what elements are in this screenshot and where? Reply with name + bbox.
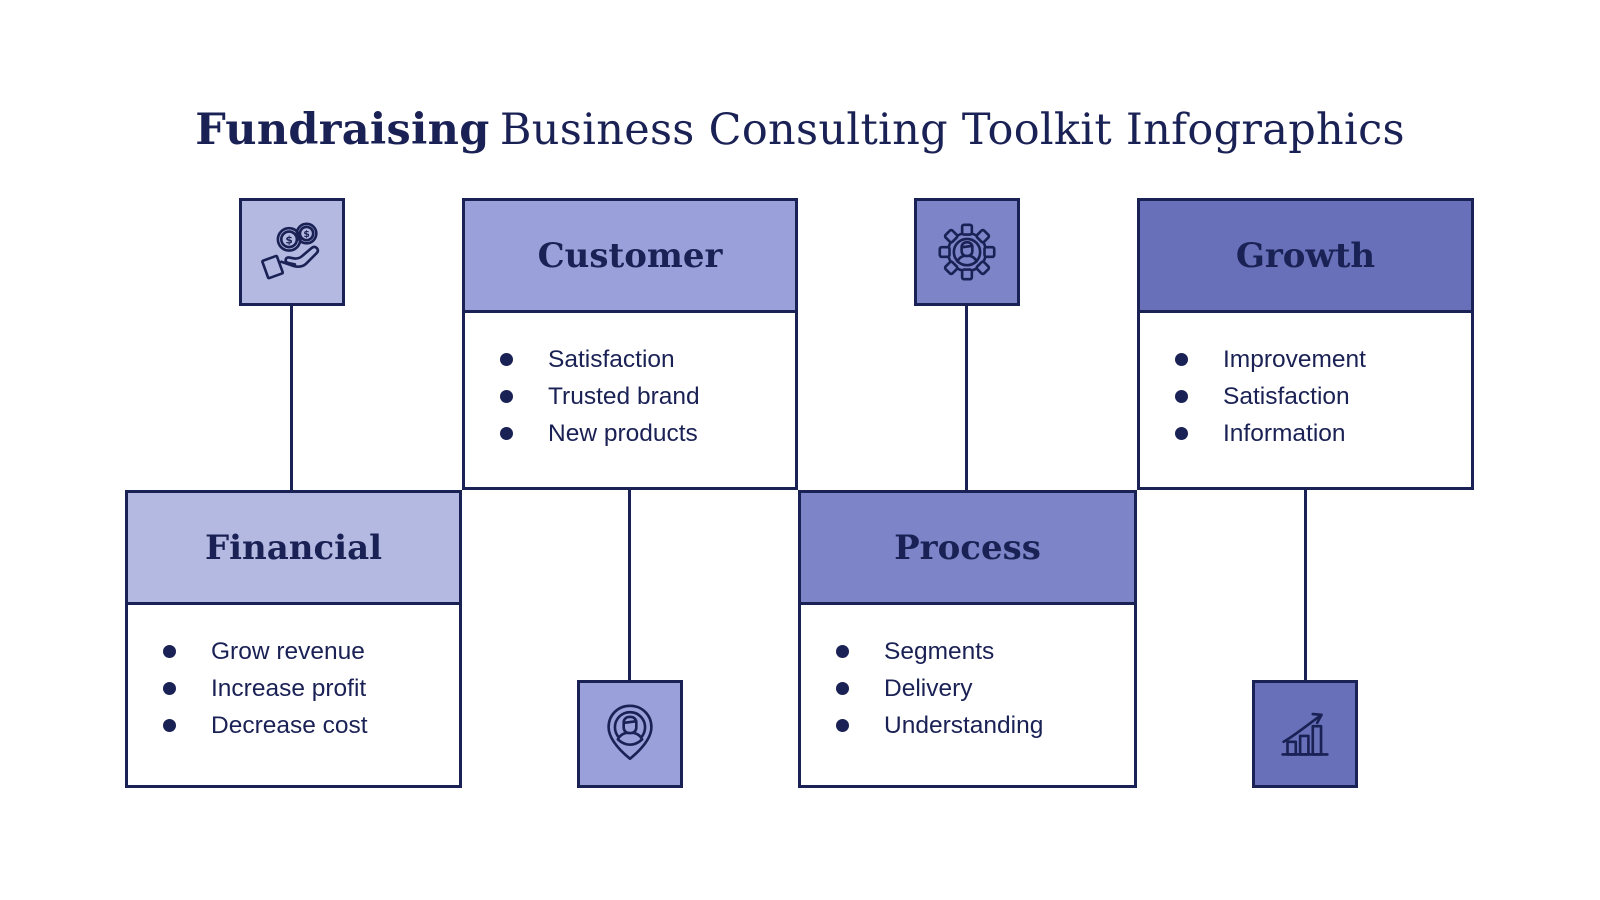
bullet-dot <box>500 353 513 366</box>
list-item-text: Delivery <box>884 674 973 702</box>
list-item-text: Decrease cost <box>211 711 368 739</box>
list-item-text: Improvement <box>1223 345 1366 373</box>
bullet-dot <box>163 645 176 658</box>
hand-coins-icon: $ $ <box>261 222 320 280</box>
svg-text:$: $ <box>285 233 292 246</box>
process-card-title: Process <box>894 527 1041 568</box>
list-item-text: Trusted brand <box>548 382 700 410</box>
bullet-dot <box>163 682 176 695</box>
bullet-dot <box>163 719 176 732</box>
list-item-text: Increase profit <box>211 674 367 702</box>
list-item: Trusted brand <box>500 378 795 415</box>
list-item-text: New products <box>548 419 698 447</box>
growth-list: Improvement Satisfaction Information <box>1140 313 1471 452</box>
financial-card-header: Financial <box>128 493 459 605</box>
growth-card-header: Growth <box>1140 201 1471 313</box>
list-item: Improvement <box>1175 341 1471 378</box>
page-title-bold: Fundraising <box>195 104 490 155</box>
list-item: Understanding <box>836 707 1134 744</box>
process-card-header: Process <box>801 493 1134 605</box>
customer-card-header: Customer <box>465 201 795 313</box>
person-location-pin-icon <box>607 704 653 761</box>
customer-connector-line <box>628 488 631 683</box>
bullet-dot <box>500 390 513 403</box>
person-gear-icon <box>938 223 996 281</box>
list-item-text: Grow revenue <box>211 637 365 665</box>
growth-icon-tile <box>1252 680 1358 788</box>
list-item: New products <box>500 415 795 452</box>
bullet-dot <box>1175 353 1188 366</box>
growth-card: Growth Improvement Satisfaction Informat… <box>1137 198 1474 490</box>
process-connector-line <box>965 303 968 493</box>
bullet-dot <box>836 719 849 732</box>
financial-card: Financial Grow revenue Increase profit D… <box>125 490 462 788</box>
financial-icon-tile: $ $ <box>239 198 345 306</box>
bullet-dot <box>1175 390 1188 403</box>
list-item: Satisfaction <box>500 341 795 378</box>
financial-connector-line <box>290 303 293 493</box>
customer-list: Satisfaction Trusted brand New products <box>465 313 795 452</box>
bullet-dot <box>1175 427 1188 440</box>
list-item-text: Satisfaction <box>1223 382 1350 410</box>
process-list: Segments Delivery Understanding <box>801 605 1134 744</box>
process-card-body: Segments Delivery Understanding <box>801 605 1134 744</box>
list-item: Information <box>1175 415 1471 452</box>
list-item-text: Information <box>1223 419 1346 447</box>
bullet-dot <box>836 682 849 695</box>
list-item: Increase profit <box>163 670 459 707</box>
bullet-dot <box>836 645 849 658</box>
list-item: Grow revenue <box>163 633 459 670</box>
process-icon-tile <box>914 198 1020 306</box>
page-title-regular: Business Consulting Toolkit Infographics <box>499 104 1405 155</box>
list-item-text: Understanding <box>884 711 1044 739</box>
list-item: Decrease cost <box>163 707 459 744</box>
list-item: Satisfaction <box>1175 378 1471 415</box>
list-item-text: Satisfaction <box>548 345 675 373</box>
bar-chart-growth-icon <box>1281 712 1329 756</box>
list-item: Delivery <box>836 670 1134 707</box>
growth-card-title: Growth <box>1235 235 1376 276</box>
growth-card-body: Improvement Satisfaction Information <box>1140 313 1471 452</box>
list-item-text: Segments <box>884 637 995 665</box>
financial-card-title: Financial <box>204 527 383 568</box>
financial-list: Grow revenue Increase profit Decrease co… <box>128 605 459 744</box>
svg-text:$: $ <box>303 229 309 240</box>
customer-card: Customer Satisfaction Trusted brand New … <box>462 198 798 490</box>
bullet-dot <box>500 427 513 440</box>
growth-connector-line <box>1304 488 1307 683</box>
customer-icon-tile <box>577 680 683 788</box>
customer-card-body: Satisfaction Trusted brand New products <box>465 313 795 452</box>
list-item: Segments <box>836 633 1134 670</box>
customer-card-title: Customer <box>537 235 723 276</box>
process-card: Process Segments Delivery Understanding <box>798 490 1137 788</box>
financial-card-body: Grow revenue Increase profit Decrease co… <box>128 605 459 744</box>
